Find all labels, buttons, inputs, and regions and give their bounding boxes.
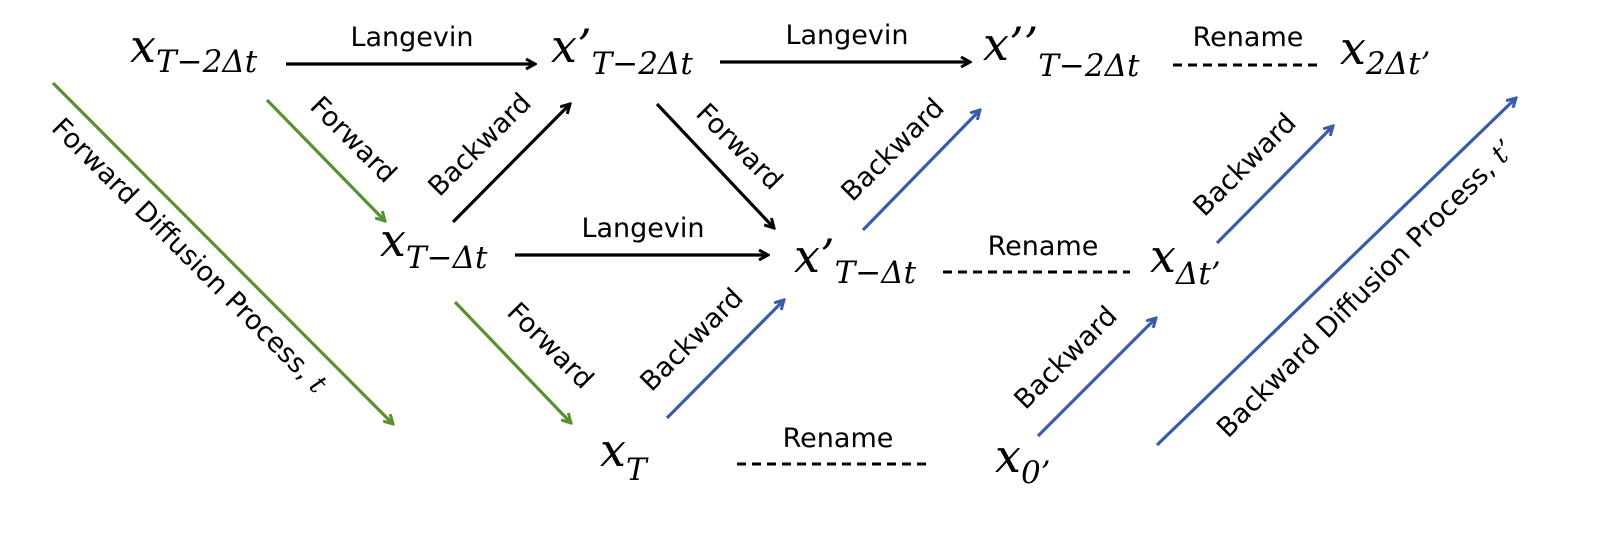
forward-label-black: Forward — [690, 98, 789, 197]
node-x-dt-prime: xΔt’ — [1150, 229, 1221, 292]
backward-process-label: Backward Diffusion Process, t’ — [1211, 134, 1521, 444]
backward-arrow-blue-2 — [861, 110, 980, 232]
forward-process-arrow — [51, 81, 393, 424]
backward-label-blue-3: Backward — [1008, 300, 1123, 415]
langevin-label-top-left: Langevin — [350, 22, 473, 53]
node-x-prime-t-minus-dt: x’T−Δt — [794, 229, 917, 291]
rename-label-bottom: Rename — [783, 423, 894, 454]
backward-label-blue-4: Backward — [1187, 107, 1302, 222]
backward-label-blue-1: Backward — [634, 282, 749, 397]
forward-arrow-green-top — [265, 98, 385, 221]
backward-arrow-black — [451, 104, 570, 224]
node-x-2dt-prime: x2Δt’ — [1340, 21, 1430, 82]
rename-label-top: Rename — [1193, 22, 1304, 53]
backward-process-arrow — [1155, 98, 1516, 447]
langevin-label-middle: Langevin — [581, 213, 704, 244]
forward-label-green-bottom: Forward — [501, 297, 600, 396]
forward-arrow-green-bottom — [453, 300, 571, 423]
rename-label-middle: Rename — [988, 231, 1099, 262]
backward-arrow-blue-4 — [1215, 126, 1333, 245]
langevin-label-top-right: Langevin — [785, 20, 908, 51]
node-x-0-prime: x0’ — [995, 429, 1051, 491]
forward-process-label: Forward Diffusion Process, t — [45, 112, 332, 399]
node-x-T: xT — [600, 423, 649, 488]
backward-arrow-blue-1 — [665, 300, 784, 420]
forward-label-green-top: Forward — [304, 91, 403, 190]
backward-arrow-blue-3 — [1036, 318, 1156, 438]
node-x-t-minus-2dt: xT−2Δt — [130, 19, 258, 80]
node-x-double-prime-t-minus-2dt: x’’T−2Δt — [983, 17, 1140, 84]
backward-label-black: Backward — [422, 87, 537, 202]
backward-label-blue-2: Backward — [835, 92, 950, 207]
forward-arrow-black — [655, 102, 774, 228]
node-x-t-minus-dt: xT−Δt — [380, 213, 488, 276]
node-x-prime-t-minus-2dt: x’T−2Δt — [551, 19, 693, 82]
